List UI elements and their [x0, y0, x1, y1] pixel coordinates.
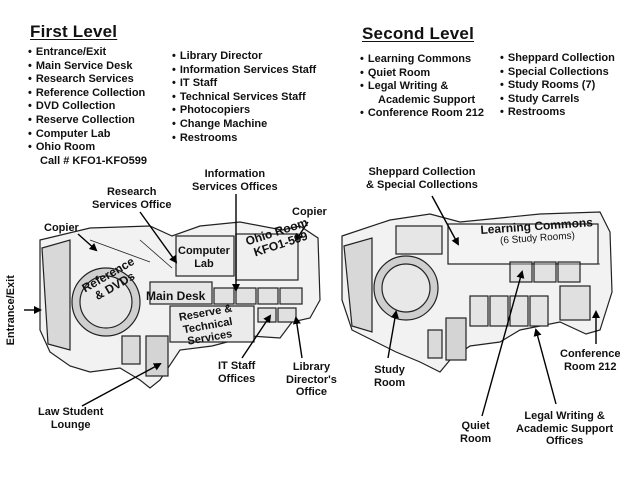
- legend-item: Reference Collection: [28, 87, 147, 101]
- label-line: Law Student: [38, 406, 104, 418]
- second-level-leaders: [387, 195, 600, 417]
- first-level-legend-col2: Library Director Information Services St…: [172, 50, 316, 145]
- map-label-entrance-exit: Entrance/Exit: [4, 275, 17, 346]
- first-level-legend-col1: Entrance/Exit Main Service Desk Research…: [28, 46, 147, 168]
- label-line: Room 212: [563, 360, 617, 373]
- legend-item: Information Services Staff: [172, 64, 316, 78]
- second-level-legend-col1: Learning Commons Quiet Room Legal Writin…: [360, 53, 484, 121]
- label-line: Lounge: [50, 418, 91, 431]
- legend-item: Study Carrels: [500, 93, 615, 107]
- legend-item: IT Staff: [172, 77, 316, 91]
- map-label-copier-right: Copier: [292, 206, 327, 218]
- legend-item: Research Services: [28, 73, 147, 87]
- label-line: Information: [204, 168, 266, 180]
- legend-item: Ohio Room: [28, 141, 147, 155]
- legend-item: Reserve Collection: [28, 114, 147, 128]
- legend-item: Technical Services Staff: [172, 91, 316, 105]
- legend-item: Conference Room 212: [360, 107, 484, 121]
- label-line: Lab: [194, 257, 214, 270]
- map-label-quiet-room: Quiet Room: [460, 420, 491, 445]
- map-label-copier-left: Copier: [44, 222, 79, 234]
- legend-item: Legal Writing &: [360, 80, 484, 94]
- map-label-main-desk: Main Desk: [146, 289, 206, 303]
- legend-item: Study Rooms (7): [500, 79, 615, 93]
- label-line: Conference: [560, 348, 621, 360]
- map-label-legal-writing: Legal Writing & Academic Support Offices: [516, 410, 613, 448]
- label-line: Room: [460, 432, 492, 445]
- label-line: Offices: [545, 435, 584, 447]
- map-label-research-services: Research Services Office: [92, 186, 172, 211]
- label-line: Study: [374, 364, 405, 376]
- map-label-law-student-lounge: Law Student Lounge: [38, 406, 103, 431]
- legend-item: Photocopiers: [172, 104, 316, 118]
- first-level-heading: First Level: [30, 22, 118, 41]
- legend-item: DVD Collection: [28, 100, 147, 114]
- second-level-legend-col2: Sheppard Collection Special Collections …: [500, 52, 615, 120]
- legend-item-continuation: Academic Support: [378, 93, 476, 106]
- label-line: Academic Support: [516, 422, 614, 435]
- legend-item: Sheppard Collection: [500, 52, 615, 66]
- label-line: Offices: [218, 372, 256, 385]
- legend-item: Learning Commons: [360, 53, 484, 67]
- map-label-study-room: Study Room: [374, 364, 405, 389]
- legend-item: Entrance/Exit: [28, 46, 147, 60]
- first-level-plan: [39, 221, 321, 389]
- label-line: Director's: [286, 373, 337, 386]
- map-label-information-services: Information Services Offices: [192, 168, 278, 193]
- label-line: Library: [292, 361, 331, 373]
- legend-item: Change Machine: [172, 118, 316, 132]
- label-line: & Special Collections: [366, 178, 478, 191]
- map-label-it-staff: IT Staff Offices: [218, 360, 255, 385]
- legend-item-continuation: Call # KFO1-KFO599: [40, 154, 147, 167]
- label-line: Services Office: [92, 198, 172, 211]
- label-line: Research: [106, 186, 157, 198]
- first-level-leaders: [24, 194, 309, 407]
- second-level-heading: Second Level: [362, 24, 474, 43]
- label-line: Services Offices: [192, 180, 278, 193]
- label-line: Room: [374, 376, 406, 389]
- legend-item: Special Collections: [500, 66, 615, 80]
- label-line: Legal Writing &: [524, 410, 605, 422]
- label-line: Sheppard Collection: [368, 166, 476, 178]
- legend-item: Main Service Desk: [28, 60, 147, 74]
- label-line: IT Staff: [218, 360, 256, 372]
- map-label-sheppard-special: Sheppard Collection & Special Collection…: [366, 166, 478, 191]
- legend-item: Quiet Room: [360, 67, 484, 81]
- map-label-computer-lab: Computer Lab: [178, 245, 230, 270]
- map-label-conference-room: Conference Room 212: [560, 348, 621, 373]
- legend-item: Library Director: [172, 50, 316, 64]
- label-line: Computer: [178, 245, 230, 257]
- map-label-library-director: Library Director's Office: [286, 361, 337, 399]
- legend-item: Computer Lab: [28, 128, 147, 142]
- legend-item: Restrooms: [172, 132, 316, 146]
- label-line: Quiet: [461, 420, 490, 432]
- legend-item: Restrooms: [500, 106, 615, 120]
- label-line: Office: [295, 386, 328, 398]
